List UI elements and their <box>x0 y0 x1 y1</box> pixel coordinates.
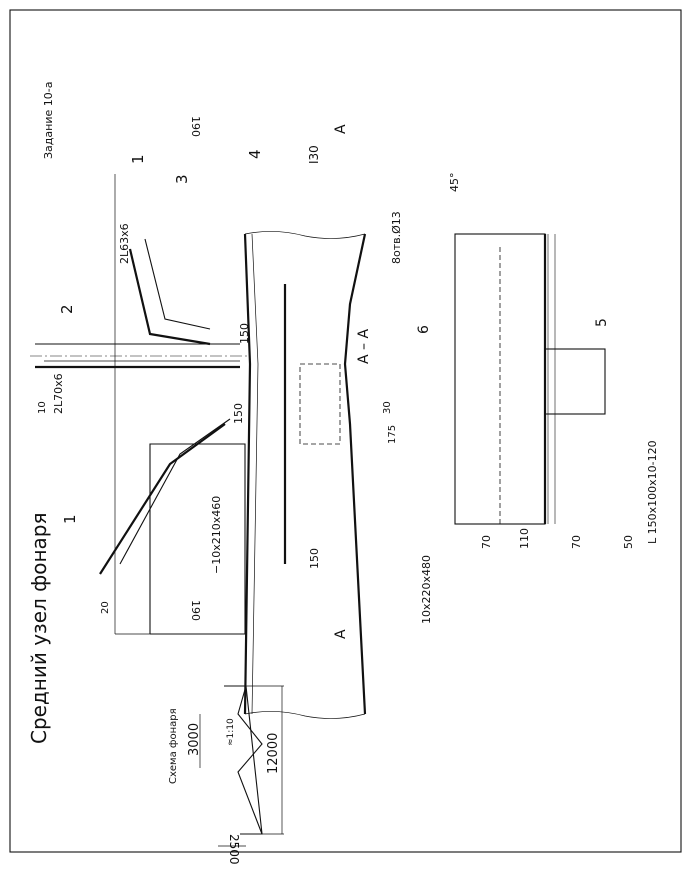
dim-10: 10 <box>37 401 48 414</box>
dim-110: 110 <box>518 528 531 549</box>
beam-i30-label: I30 <box>307 145 321 164</box>
pos-4: 4 <box>246 149 264 159</box>
dim-150-b: 150 <box>238 323 251 344</box>
pos-1-bottom: 1 <box>61 514 79 524</box>
dim-190-top: 190 <box>189 116 202 137</box>
section-title: A – A <box>356 329 372 364</box>
section-a-a: A – A 8отв.Ø13 45° 5 6 10x220x480 L 150x… <box>356 173 659 625</box>
brace-top-inner <box>144 238 211 330</box>
scheme-dim-3000: 3000 <box>187 723 202 756</box>
angle-label: 45° <box>448 173 461 193</box>
lantern-scheme: Схема фонаря 12000 3000 ≈1:10 2500 <box>168 685 284 865</box>
beam-bottom-flange <box>343 233 367 715</box>
dim-70-a: 70 <box>480 535 493 549</box>
brace-angle-label: 2L63x6 <box>118 223 131 264</box>
plate-label: 10x220x480 <box>420 555 433 624</box>
dim-150-c: 150 <box>308 548 321 569</box>
scheme-outline-top <box>224 685 263 835</box>
angle-profile-label: L 150x100x10-120 <box>646 440 659 544</box>
task-label: Задание 10-а <box>42 82 55 159</box>
gusset-label: −10x210x460 <box>210 496 223 574</box>
dim-30: 30 <box>382 401 393 414</box>
brace-bottom-inner <box>119 418 231 565</box>
scheme-title: Схема фонаря <box>168 708 179 784</box>
dim-50: 50 <box>622 535 635 549</box>
gusset-plate <box>149 443 246 635</box>
section-flange-hatch <box>547 234 556 524</box>
brace-top-outer <box>128 248 211 346</box>
dim-70-b: 70 <box>570 535 583 549</box>
section-angle <box>544 348 606 415</box>
pos-5: 5 <box>594 318 610 327</box>
pos-6: 6 <box>416 325 432 334</box>
holes-label: 8отв.Ø13 <box>390 211 403 264</box>
drawing-rotated-group: Средний узел фонаря Задание 10-а Схема ф… <box>27 82 659 865</box>
scheme-dim-2500: 2500 <box>227 834 241 864</box>
beam-flange-inner <box>251 233 259 715</box>
beam-break-left <box>244 711 366 719</box>
post-angle-label: 2L70x6 <box>52 373 65 414</box>
drawing-title: Средний узел фонаря <box>27 512 51 744</box>
dim-190-bottom: 190 <box>189 600 202 621</box>
scheme-truss-web <box>237 685 263 835</box>
hidden-block <box>299 363 341 445</box>
pos-2: 2 <box>58 304 76 314</box>
dim-20: 20 <box>100 601 111 614</box>
brace-bottom-outer <box>99 423 226 575</box>
dim-175: 175 <box>387 425 398 444</box>
scheme-dim-12000: 12000 <box>266 733 281 774</box>
beam-top-flange <box>243 233 252 715</box>
pos-3: 3 <box>173 174 191 184</box>
sheet-frame <box>9 9 682 853</box>
section-mark-top: A <box>333 124 349 134</box>
section-mark-bottom: A <box>333 629 349 639</box>
main-node: 190 190 1 1 2 3 4 I30 2L63x6 2L70x6 −10x… <box>30 116 367 719</box>
scheme-slope: ≈1:10 <box>226 718 236 746</box>
beam-break-right <box>244 231 366 239</box>
pos-1-top: 1 <box>129 154 147 164</box>
dim-150-a: 150 <box>232 403 245 424</box>
